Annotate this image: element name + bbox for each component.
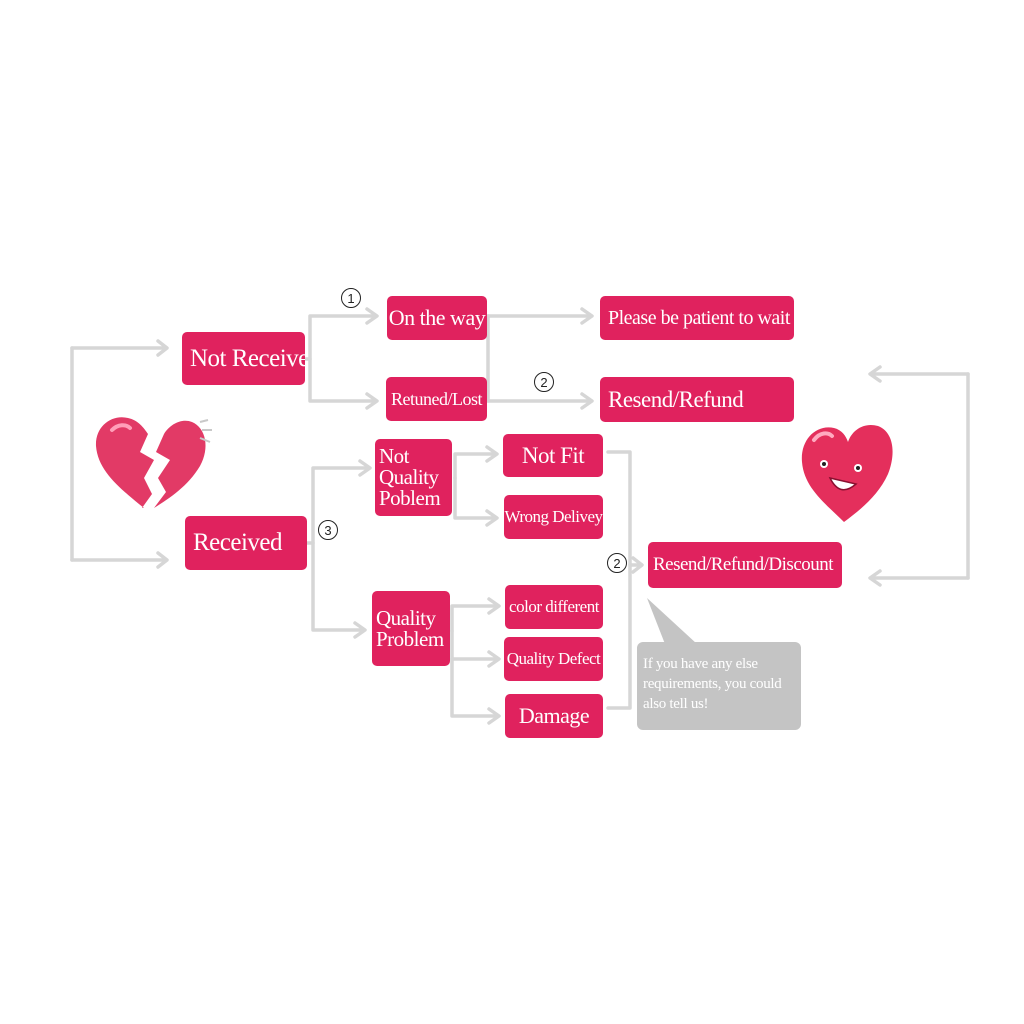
received-box: Received <box>185 516 307 570</box>
note-bubble: If you have any else requirements, you c… <box>637 642 801 730</box>
step-2-marker: 2 <box>534 372 554 392</box>
resend-refund-discount-box: Resend/Refund/Discount <box>648 542 842 588</box>
step-3-marker: 3 <box>318 520 338 540</box>
wrong-delivey-box: Wrong Delivey <box>504 495 603 539</box>
quality-defect-box: Quality Defect <box>504 637 603 681</box>
step-2-marker-bottom: 2 <box>607 553 627 573</box>
on-the-way-box: On the way <box>387 296 487 340</box>
damage-box: Damage <box>505 694 603 738</box>
smiling-heart-icon <box>801 424 893 522</box>
please-wait-box: Please be patient to wait <box>600 296 794 340</box>
broken-heart-icon <box>95 417 212 508</box>
note-bubble-tail <box>647 598 697 644</box>
retuned-lost-box: Retuned/Lost <box>386 377 487 421</box>
resend-refund-box: Resend/Refund <box>600 377 794 422</box>
color-different-box: color different <box>505 585 603 629</box>
step-1-marker: 1 <box>341 288 361 308</box>
not-received-box: Not Received <box>182 332 305 385</box>
not-fit-box: Not Fit <box>503 434 603 477</box>
quality-problem-box: Quality Problem <box>372 591 450 666</box>
not-quality-problem-box: Not Quality Poblem <box>375 439 452 516</box>
